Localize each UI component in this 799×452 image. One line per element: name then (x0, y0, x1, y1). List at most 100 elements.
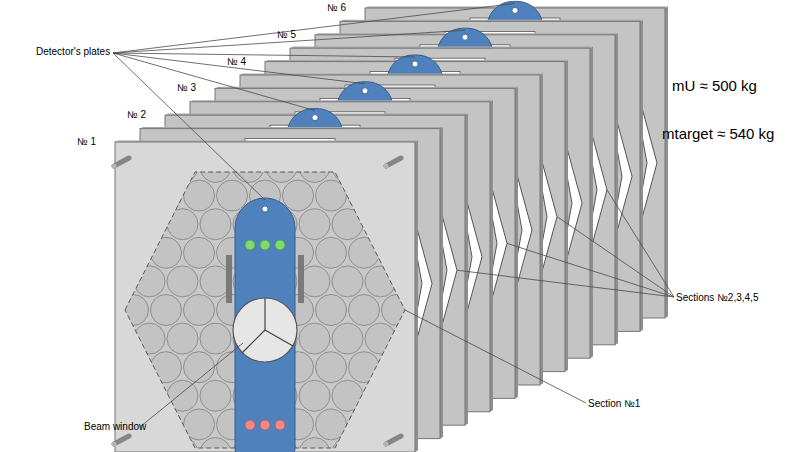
uranium-block (167, 266, 198, 297)
red-indicator (245, 420, 255, 430)
uranium-block (365, 266, 396, 297)
uranium-block (431, 438, 462, 452)
front-section-detail (52, 123, 496, 452)
uranium-block (365, 209, 396, 240)
uranium-block (365, 380, 396, 411)
callout-label: Section №1 (588, 398, 640, 409)
mount-hole (362, 88, 368, 94)
uranium-block (365, 323, 396, 354)
uranium-block (415, 409, 446, 440)
uranium-block (398, 380, 429, 411)
uranium-block (52, 180, 83, 211)
uranium-block (118, 237, 149, 268)
uranium-block (68, 380, 99, 411)
leader-line (405, 310, 586, 403)
uranium-block (349, 237, 380, 268)
uranium-block (134, 152, 165, 183)
uranium-block (200, 323, 231, 354)
uranium-block (431, 323, 462, 354)
uranium-block (151, 352, 182, 383)
rod-stub (114, 158, 129, 166)
uranium-block (184, 409, 215, 440)
uranium-block (398, 266, 429, 297)
uranium-block (167, 380, 198, 411)
uranium-block (200, 438, 231, 452)
rod-stub (386, 158, 401, 166)
rod-end (384, 442, 389, 447)
callout-label: Detector's plates (36, 46, 110, 57)
uranium-block (332, 323, 363, 354)
leader-line (113, 53, 415, 57)
red-indicator (275, 420, 285, 430)
uranium-block (167, 209, 198, 240)
uranium-block (200, 380, 231, 411)
mount-hole (312, 115, 318, 121)
rod-stub (114, 436, 129, 444)
uranium-block (217, 180, 248, 211)
uranium-block (68, 438, 99, 452)
uranium-block (118, 295, 149, 326)
mount-hole (462, 34, 468, 40)
uranium-block (118, 180, 149, 211)
uranium-block (448, 123, 479, 154)
beam-window (233, 298, 297, 362)
uranium-block (431, 152, 462, 183)
uranium-block (68, 209, 99, 240)
mount-hole (512, 7, 518, 13)
plate-number: № 5 (277, 29, 296, 40)
uranium-block (250, 123, 281, 154)
uranium-block (200, 209, 231, 240)
uranium-block (184, 295, 215, 326)
uranium-block (167, 152, 198, 183)
uranium-block (184, 352, 215, 383)
uranium-block (299, 323, 330, 354)
uranium-block (68, 152, 99, 183)
uranium-blocks (52, 123, 496, 452)
rod-end (112, 164, 117, 169)
uranium-block (101, 266, 132, 297)
callout-label: Sections №2,3,4,5 (676, 292, 758, 303)
uranium-block (233, 152, 264, 183)
uranium-block (134, 380, 165, 411)
uranium-block (134, 266, 165, 297)
uranium-block (349, 352, 380, 383)
leader-line (113, 53, 365, 84)
uranium-block (415, 352, 446, 383)
uranium-block (134, 209, 165, 240)
uranium-block (151, 295, 182, 326)
rod-stubs (112, 158, 402, 447)
uranium-block (68, 323, 99, 354)
red-indicator (260, 420, 270, 430)
uranium-block (184, 123, 215, 154)
uranium-block (464, 266, 495, 297)
uranium-block (283, 180, 314, 211)
rod-stub (386, 436, 401, 444)
uranium-block (382, 180, 413, 211)
uranium-block (431, 380, 462, 411)
uranium-block (349, 123, 380, 154)
uranium-block (316, 123, 347, 154)
plate-number: № 3 (177, 82, 196, 93)
uranium-block (349, 180, 380, 211)
uranium-block (448, 409, 479, 440)
leader-line (507, 243, 674, 297)
mount-hole (262, 206, 268, 212)
uranium-block (85, 295, 116, 326)
mass-value: mU ≈ 500 kg (672, 78, 757, 95)
uranium-block (382, 237, 413, 268)
plate-number: № 6 (327, 2, 346, 13)
uranium-block (299, 438, 330, 452)
holder-bar (226, 255, 232, 303)
uranium-block (85, 237, 116, 268)
uranium-block (316, 295, 347, 326)
beam-window-line (265, 330, 293, 346)
uranium-block (316, 409, 347, 440)
uranium-block (464, 380, 495, 411)
uranium-block (448, 352, 479, 383)
leader-lines (113, 3, 674, 427)
target-sections (115, 1, 668, 452)
uranium-block (151, 180, 182, 211)
uranium-block (332, 152, 363, 183)
uranium-block (398, 323, 429, 354)
